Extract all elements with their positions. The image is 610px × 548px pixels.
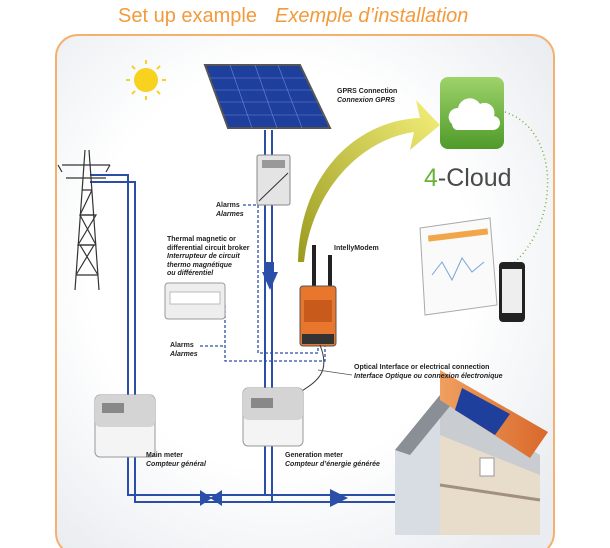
generation-meter-icon [242, 387, 304, 447]
gprs-fr: Connexion GPRS [337, 96, 395, 104]
breaker-fr-3: ou différentiel [167, 270, 214, 277]
generation-meter-en: Generation meter [285, 452, 343, 459]
alarms-en: Alarms [170, 342, 194, 349]
diagram-title: Set up example Exemple d’installation [118, 5, 468, 28]
title-fr: Exemple d’installation [274, 5, 469, 27]
optical-label: Optical Interface or electrical connecti… [354, 364, 503, 381]
cloud-link-dotted [504, 111, 549, 263]
house-icon [395, 370, 548, 535]
alarm-lines [200, 190, 326, 362]
web-dashboard-screenshot [419, 217, 498, 316]
cloud-icon [440, 77, 504, 149]
circuit-breaker-icon [164, 282, 226, 320]
breaker-fr-2: thermo magnétique [167, 261, 232, 269]
pylon-icon [57, 149, 111, 291]
breaker-en-1: Thermal magnetic or [167, 236, 236, 243]
gprs-arrow [298, 100, 440, 262]
main-meter-fr: Compteur général [146, 460, 206, 468]
generation-meter-fr: Compteur d’énergie générée [285, 460, 380, 468]
main-meter-en: Main meter [146, 452, 183, 459]
sun-icon [126, 60, 166, 100]
gprs-en: GPRS Connection [337, 88, 398, 95]
solar-panel [203, 64, 332, 129]
modem-label: IntellyModem [334, 245, 379, 252]
main-meter-icon [94, 394, 156, 458]
flow-arrows [200, 262, 348, 507]
modem-icon [299, 245, 337, 347]
inverter-icon [256, 154, 291, 206]
brand-text: -Cloud [437, 164, 512, 192]
alarms-fr: Alarmes [170, 350, 198, 358]
optical-fr: Interface Optique ou connexion électroni… [354, 372, 503, 380]
breaker-fr-1: Interrupteur de circuit [167, 253, 240, 260]
title-en: Set up example [118, 5, 257, 27]
breaker-en-2: differential circuit broker [167, 244, 250, 252]
optical-cable [299, 344, 325, 393]
smartphone-icon [499, 262, 525, 322]
alarms-en: Alarms [216, 202, 240, 209]
breaker-label: Thermal magnetic or differential circuit… [167, 236, 249, 279]
cloud-brand-text: 4-Cloud [424, 164, 512, 193]
alarms-fr: Alarmes [216, 210, 244, 218]
brand-number: 4 [424, 164, 438, 192]
optical-en: Optical Interface or electrical connecti… [354, 364, 490, 371]
